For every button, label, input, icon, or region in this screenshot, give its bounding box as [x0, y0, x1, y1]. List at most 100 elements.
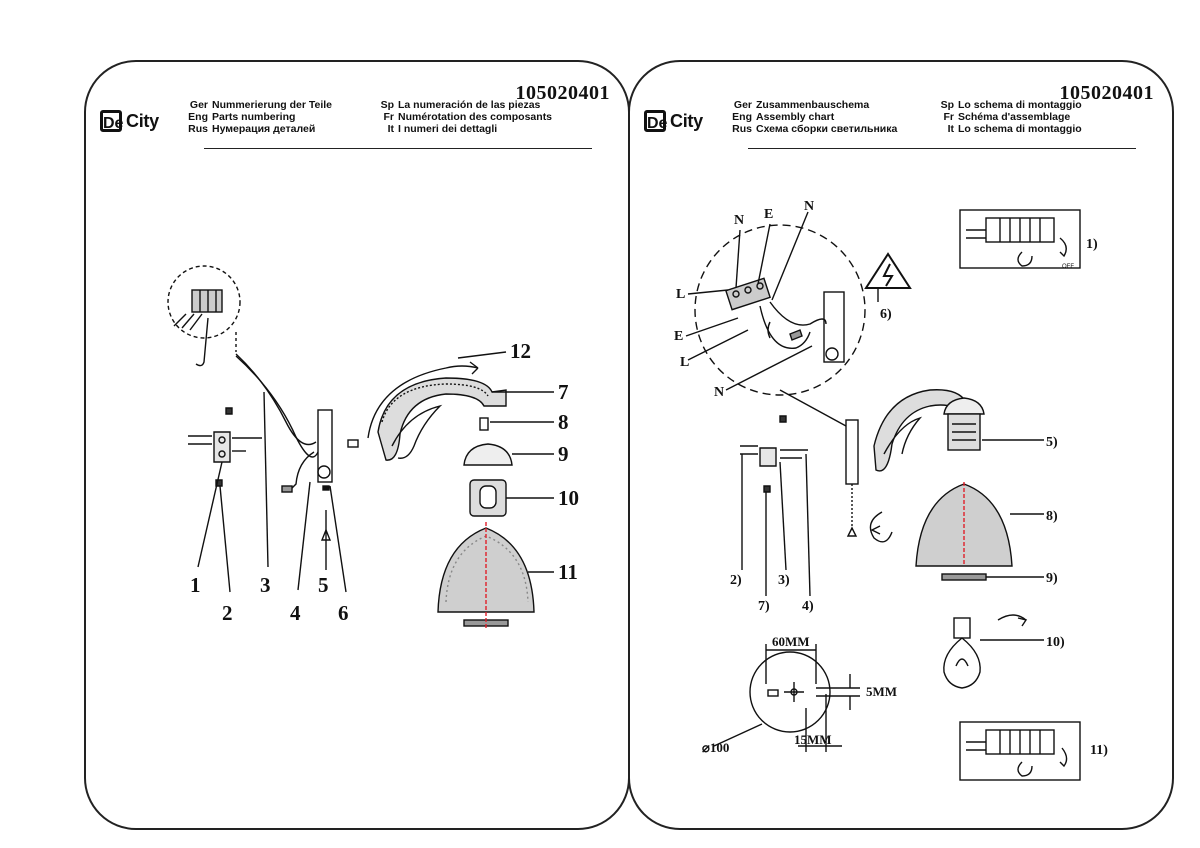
step-label-8: 8): [1046, 509, 1058, 524]
lang-code: It: [947, 123, 954, 135]
wire-leaders: [685, 211, 813, 391]
cup-9: [463, 443, 513, 466]
product-number: 105020401: [1059, 82, 1154, 104]
header-rule: [748, 148, 1136, 149]
step-label-1: 1): [1086, 237, 1098, 252]
step-label-6: 6): [880, 307, 892, 322]
step-label-2: 2): [730, 573, 742, 588]
wiring-detail-circle: [694, 224, 866, 396]
wire-l: [759, 305, 811, 349]
light-bulb-icon: [943, 617, 981, 689]
electric-hazard-icon: [864, 252, 912, 289]
heading-text: Lo schema di montaggio: [958, 123, 1082, 135]
logo-text: City: [670, 110, 703, 131]
heading-text: Numérotation des composants: [398, 111, 553, 123]
lang-code: Fr: [383, 111, 395, 123]
product-number: 105020401: [515, 82, 610, 104]
part-label-9: 9: [558, 442, 569, 466]
step-label-11: 11): [1090, 743, 1108, 758]
logo-text: City: [126, 110, 159, 131]
lang-code: Eng: [732, 111, 752, 123]
wall-plate: [281, 409, 333, 493]
dim-offset: 15MM: [794, 732, 832, 747]
lang-code: Sp: [380, 99, 394, 111]
wire-label-n-bottom: N: [714, 385, 724, 400]
part-label-2: 2: [222, 601, 233, 625]
part-label-8: 8: [558, 410, 569, 434]
part-label-10: 10: [558, 486, 579, 510]
mounting-bracket: [188, 407, 262, 487]
step-leaders: [877, 288, 1044, 641]
lang-code: Rus: [188, 123, 208, 135]
decorative-arm: [367, 361, 507, 461]
step-label-7: 7): [758, 599, 770, 614]
wire-label-n-top: N: [734, 213, 744, 228]
parts-exploded-drawing: 1 2 3 4 5 6 7 8 9 10 11 12: [167, 265, 579, 630]
terminal-detail-circle: [167, 265, 241, 339]
assembly-drawing: N E N L E L N 1) 2) 3) 4) 5) 6) 7) 8) 9)…: [674, 199, 1108, 781]
part-label-1: 1: [190, 573, 201, 597]
lang-code: Ger: [189, 99, 208, 111]
heading-text: La numeración de las piezas: [398, 99, 541, 111]
lang-code: Ger: [733, 99, 752, 111]
part-label-6: 6: [338, 601, 349, 625]
wire-label-e-top: E: [764, 207, 773, 222]
arrow-up: [320, 528, 332, 541]
terminal-block: [725, 277, 771, 311]
heading-text: Нумерация деталей: [212, 123, 316, 135]
step-label-9: 9): [1046, 571, 1058, 586]
heading-text: Lo schema di montaggio: [958, 99, 1082, 111]
step-label-4: 4): [802, 599, 814, 614]
mounting-bracket: [740, 415, 808, 493]
part-label-3: 3: [260, 573, 271, 597]
mounting-dimensions: [713, 644, 860, 752]
lamp-socket: [469, 479, 507, 517]
wall-plate-detail: [823, 291, 845, 363]
heading-text: Parts numbering: [212, 111, 296, 123]
terminal-block: [173, 289, 223, 331]
step-label-3: 3): [778, 573, 790, 588]
part-label-12: 12: [510, 339, 531, 363]
wire-label-n-right: N: [804, 199, 814, 214]
wire-label-l-left: L: [676, 287, 685, 302]
wire-label-l-lower: L: [680, 355, 689, 370]
brand-logo: De City: [100, 110, 159, 132]
step-label-5: 5): [1046, 435, 1058, 450]
dim-width: 60MM: [772, 634, 810, 649]
mounted-socket: [943, 397, 985, 451]
heading-text: I numeri dei dettagli: [398, 123, 498, 135]
header-rule: [204, 148, 592, 149]
power-cable: [235, 353, 317, 446]
lang-code: Eng: [188, 111, 208, 123]
lang-code: Fr: [943, 111, 955, 123]
part-label-7: 7: [558, 380, 569, 404]
step-label-10: 10): [1046, 635, 1065, 650]
nut-8: [479, 417, 489, 431]
wire-n: [769, 301, 827, 326]
wire-label-e-left: E: [674, 329, 683, 344]
lang-code: Sp: [940, 99, 954, 111]
mounted-wall-plate: [845, 419, 859, 485]
lang-code: Rus: [732, 123, 752, 135]
leader-lines: [197, 351, 554, 593]
heading-text: Схема сборки светильника: [756, 123, 898, 135]
hook-wire: [195, 317, 209, 367]
switch-off-label: OFF: [1062, 264, 1074, 270]
nipple-fitting: [347, 439, 359, 448]
heading-text: Assembly chart: [756, 111, 835, 123]
part-label-5: 5: [318, 573, 329, 597]
bulb-rotate-arrow: [997, 614, 1027, 621]
dim-diameter: ⌀100: [702, 740, 729, 755]
dim-height: 5MM: [866, 684, 897, 699]
brand-logo: De City: [644, 110, 703, 132]
part-label-11: 11: [558, 560, 578, 584]
inset-switch-off: [959, 209, 1081, 269]
lang-code: It: [387, 123, 394, 135]
logo-mark: De: [100, 110, 123, 132]
